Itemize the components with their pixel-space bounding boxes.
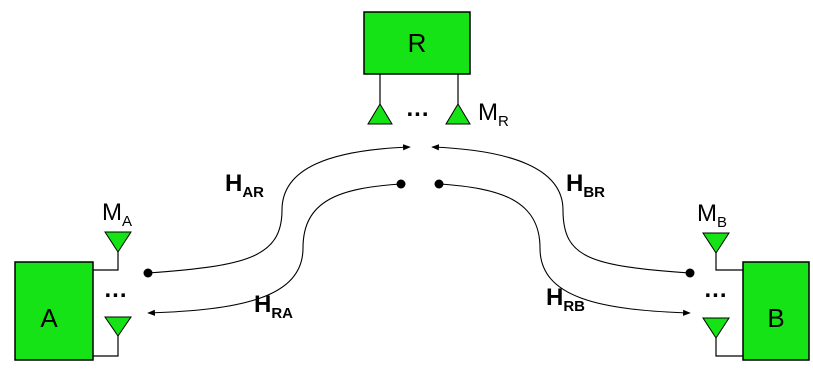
- node-a-antenna-count-label: MA: [102, 199, 132, 230]
- node-b-antenna-m-icon: [702, 317, 730, 339]
- relay-label: R: [408, 28, 427, 58]
- channel-ar-label: HAR: [225, 170, 264, 201]
- node-a-antenna-ellipsis: ...: [104, 276, 127, 303]
- channel-rb-label: HRB: [546, 284, 585, 315]
- node-b-antenna-ellipsis: ...: [704, 276, 727, 303]
- channel-rb-arrow: [438, 183, 691, 316]
- node-b-wire-bottom: [715, 338, 743, 357]
- channel-br-arrow: [431, 144, 691, 274]
- channel-ar-arrow: [147, 144, 411, 274]
- node-b-box: [742, 261, 810, 361]
- node-a-antenna-1-icon: [104, 231, 132, 253]
- relay-antenna-1-icon: [367, 103, 393, 125]
- node-b-label: B: [767, 303, 784, 333]
- node-a: A ... MA: [14, 199, 132, 361]
- relay-node: R ... MR: [363, 11, 509, 130]
- node-b-antenna-count-label: MB: [697, 200, 727, 231]
- node-b-wire-top: [715, 253, 743, 271]
- channel-ar: HAR: [143, 144, 411, 278]
- channel-ra-arrow: [147, 183, 402, 316]
- node-a-box: [14, 261, 94, 361]
- channel-br-label: HBR: [566, 170, 605, 201]
- node-b: B ... MB: [697, 200, 810, 361]
- node-a-wire-top: [93, 252, 119, 271]
- channel-rb: HRB: [434, 179, 691, 316]
- node-a-antenna-m-icon: [104, 316, 132, 337]
- relay-box: [363, 11, 471, 75]
- node-b-antenna-1-icon: [702, 232, 730, 254]
- relay-antenna-count-label: MR: [478, 99, 509, 130]
- channel-ra: HRA: [147, 179, 406, 322]
- relay-antenna-ellipsis: ...: [406, 95, 429, 122]
- node-a-label: A: [40, 303, 58, 333]
- relay-antenna-m-icon: [445, 103, 471, 125]
- node-a-wire-bottom: [93, 336, 119, 357]
- channel-ra-label: HRA: [254, 291, 293, 322]
- channel-br: HBR: [431, 144, 695, 278]
